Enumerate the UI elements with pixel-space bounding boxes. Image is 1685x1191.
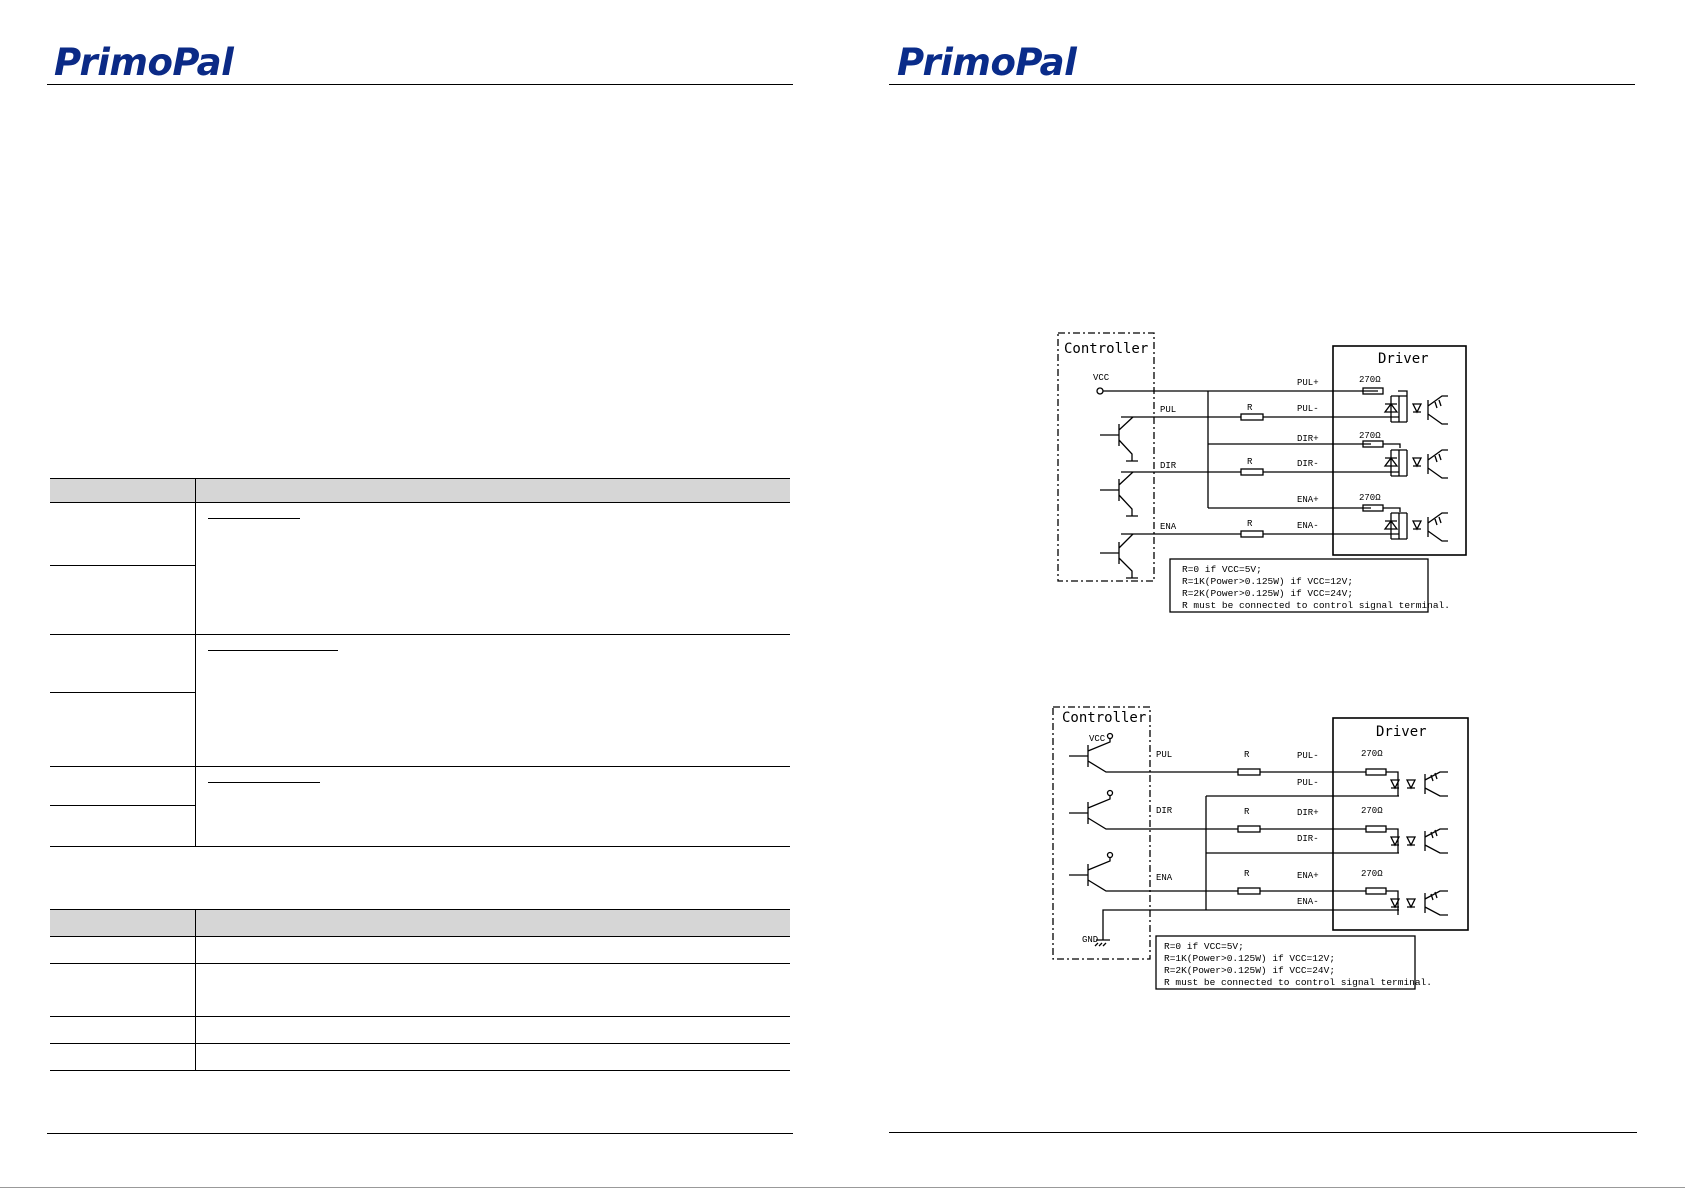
table-header-row <box>50 909 790 937</box>
input-label-ena: ENA <box>1160 522 1177 532</box>
table-row <box>50 692 790 767</box>
led-resistor-label: 270Ω <box>1359 493 1381 503</box>
terminal-bottom-ena: ENA- <box>1297 897 1319 907</box>
table-row <box>50 1043 790 1071</box>
terminal-pul-plus: PUL+ <box>1297 378 1319 388</box>
resistor-label: R <box>1244 750 1250 760</box>
terminal-top-pul: PUL- <box>1297 751 1319 761</box>
connector-table <box>50 909 790 1071</box>
controller-title: Controller <box>1064 341 1148 357</box>
note-line: R=1K(Power>0.125W) if VCC=12V; <box>1164 953 1335 964</box>
note-line: R=2K(Power>0.125W) if VCC=24V; <box>1164 965 1335 976</box>
brand-logo-left: PrimoPal <box>54 41 234 84</box>
controller-title: Controller <box>1062 710 1146 726</box>
driver-box <box>1332 345 1467 556</box>
input-label-pul: PUL <box>1156 750 1172 760</box>
terminal-bottom-dir: DIR- <box>1297 834 1319 844</box>
note-line: R=0 if VCC=5V; <box>1164 941 1244 952</box>
brand-logo-right: PrimoPal <box>897 41 1077 84</box>
resistor-label: R <box>1244 869 1250 879</box>
terminal-ena-plus: ENA+ <box>1297 495 1319 505</box>
driver-box <box>1332 717 1469 931</box>
vcc-label: VCC <box>1093 373 1110 383</box>
input-label-dir: DIR <box>1160 461 1177 471</box>
table-row <box>50 502 790 635</box>
footer-rule-right <box>889 1132 1637 1133</box>
led-resistor-label: 270Ω <box>1361 806 1383 816</box>
led-resistor-label: 270Ω <box>1359 431 1381 441</box>
footer-rule-left <box>47 1133 793 1134</box>
common-anode-diagram: Controller Driver VCC PUL DIR ENA R R R … <box>1057 332 1467 613</box>
resistor-label: R <box>1247 457 1253 467</box>
resistor-label: R <box>1247 519 1253 529</box>
table-row <box>50 565 790 635</box>
table-header-row <box>50 478 790 503</box>
led-resistor-label: 270Ω <box>1361 869 1383 879</box>
gnd-label: GND <box>1082 935 1098 945</box>
note-line: R=0 if VCC=5V; <box>1182 564 1262 575</box>
text-underline <box>208 650 338 651</box>
controller-box <box>1057 332 1155 582</box>
input-label-dir: DIR <box>1156 806 1173 816</box>
table-row <box>50 805 790 847</box>
led-resistor-label: 270Ω <box>1359 375 1381 385</box>
text-underline <box>208 518 300 519</box>
signal-table <box>50 478 790 847</box>
terminal-top-ena: ENA+ <box>1297 871 1319 881</box>
resistor-label: R <box>1244 807 1250 817</box>
controller-box <box>1052 706 1151 960</box>
header-rule-right <box>889 84 1635 85</box>
header-rule-left <box>47 84 793 85</box>
text-underline <box>208 782 320 783</box>
common-cathode-diagram: Controller Driver VCC GND PUL DIR ENA R … <box>1052 706 1469 990</box>
driver-title: Driver <box>1376 724 1427 740</box>
table-row <box>50 963 790 1017</box>
terminal-ena-minus: ENA- <box>1297 521 1319 531</box>
note-line: R=2K(Power>0.125W) if VCC=24V; <box>1182 588 1353 599</box>
note-line: R must be connected to control signal te… <box>1182 600 1450 611</box>
table-row <box>50 766 790 847</box>
note-line: R=1K(Power>0.125W) if VCC=12V; <box>1182 576 1353 587</box>
resistor-note-box <box>1169 558 1429 613</box>
bottom-edge-line <box>0 1187 1685 1188</box>
resistor-note-box <box>1155 935 1416 990</box>
driver-title: Driver <box>1378 351 1429 367</box>
terminal-bottom-pul: PUL- <box>1297 778 1319 788</box>
terminal-pul-minus: PUL- <box>1297 404 1319 414</box>
terminal-dir-minus: DIR- <box>1297 459 1319 469</box>
table-row <box>50 1016 790 1044</box>
vcc-label: VCC <box>1089 734 1106 744</box>
terminal-dir-plus: DIR+ <box>1297 434 1319 444</box>
resistor-label: R <box>1247 403 1253 413</box>
input-label-pul: PUL <box>1160 405 1176 415</box>
table-row <box>50 634 790 767</box>
note-line: R must be connected to control signal te… <box>1164 977 1432 988</box>
terminal-top-dir: DIR+ <box>1297 808 1319 818</box>
table-row <box>50 936 790 964</box>
input-label-ena: ENA <box>1156 873 1173 883</box>
led-resistor-label: 270Ω <box>1361 749 1383 759</box>
